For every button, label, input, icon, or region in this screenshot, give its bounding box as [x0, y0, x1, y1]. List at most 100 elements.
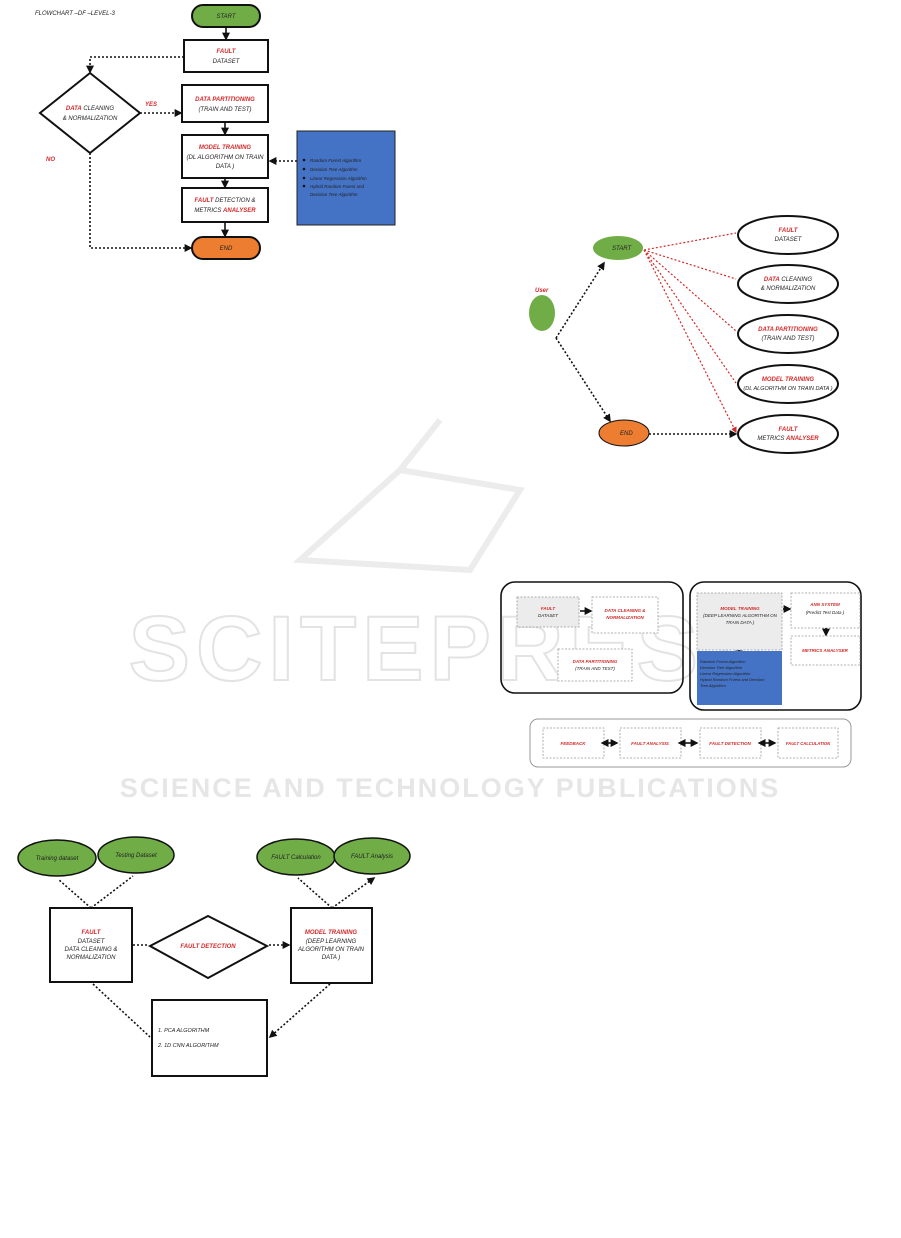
algorithms-box — [296, 130, 396, 226]
svg-text:DATASET: DATASET — [78, 939, 106, 945]
decision-label-2: & NORMALIZATION — [63, 116, 118, 122]
svg-text:FAULT Analysis: FAULT Analysis — [351, 854, 393, 860]
svg-text:(Predict Test Data ): (Predict Test Data ) — [806, 610, 845, 615]
svg-text:DATA CLEANING &: DATA CLEANING & — [605, 608, 646, 613]
end-label: END — [220, 246, 233, 252]
training-block — [696, 592, 783, 651]
svg-text:FAULT: FAULT — [779, 427, 799, 433]
dataset-label-red: FAULT — [217, 49, 237, 55]
svg-text:NORMALIZATION: NORMALIZATION — [67, 955, 117, 961]
partition-label: (TRAIN AND TEST) — [198, 107, 251, 113]
dataset-block — [516, 596, 580, 628]
svg-text:Linear Regression Algorithm: Linear Regression Algorithm — [700, 671, 751, 676]
fault-calculation-block — [777, 727, 839, 759]
svg-text:(DL ALGORITHM ON TRAIN DATA ): (DL ALGORITHM ON TRAIN DATA ) — [743, 386, 832, 392]
dataset-label: DATASET — [213, 59, 241, 65]
end-label: END — [620, 431, 633, 437]
algorithms-box — [697, 651, 782, 705]
svg-text:& NORMALIZATION: & NORMALIZATION — [761, 286, 816, 292]
training-label-2: (DL ALGORITHM ON TRAIN — [186, 155, 264, 161]
start-node — [593, 236, 643, 260]
svg-text:FAULT: FAULT — [779, 228, 799, 234]
algorithm-list: Random Forest Algorithm Decision Tree Al… — [302, 158, 367, 197]
flowchart-level-3: FLOWCHART –DF –LEVEL-3 START FAULT DATAS… — [35, 4, 396, 260]
svg-text:(TRAIN AND TEST): (TRAIN AND TEST) — [761, 336, 814, 342]
watermark-sub: SCIENCE AND TECHNOLOGY PUBLICATIONS — [120, 773, 781, 803]
partition-label-red: DATA PARTITIONING — [195, 97, 255, 103]
decision-node — [38, 71, 142, 155]
svg-text:DATA ): DATA ) — [322, 955, 341, 961]
svg-text:FEEDBACK: FEEDBACK — [560, 741, 586, 746]
dataset-node — [183, 39, 269, 73]
svg-text:FAULT CALCULATION: FAULT CALCULATION — [786, 741, 831, 746]
svg-text:(TRAIN AND TEST): (TRAIN AND TEST) — [575, 666, 615, 671]
svg-text:DATA CLEANING &: DATA CLEANING & — [65, 947, 118, 953]
end-node — [598, 419, 650, 447]
fault-detection-decision — [147, 914, 270, 980]
svg-text:MODEL TRAINING: MODEL TRAINING — [762, 377, 815, 383]
svg-text:FAULT: FAULT — [541, 606, 556, 611]
training-node — [181, 134, 269, 179]
watermark: SCITEPRESS SCIENCE AND TECHNOLOGY PUBLIC… — [120, 418, 781, 803]
svg-text:Tree Algorithm: Tree Algorithm — [700, 683, 726, 688]
svg-text:DATA PARTITIONING: DATA PARTITIONING — [573, 659, 618, 664]
training-label-3: DATA ) — [216, 164, 235, 170]
start-label: START — [216, 14, 236, 20]
metrics-block — [790, 635, 861, 666]
yes-label: YES — [145, 102, 157, 108]
user-actor — [529, 295, 555, 331]
detection-label-2: METRICS ANALYSER — [194, 208, 256, 214]
user-label: User — [535, 288, 549, 294]
pipeline-diagram: Training dataset Testing Dataset FAULT C… — [17, 836, 411, 1077]
testing-dataset-node — [97, 836, 175, 874]
svg-text:FAULT Calculation: FAULT Calculation — [271, 855, 321, 861]
fault-analysis-block — [619, 727, 682, 759]
watermark-main: SCITEPRESS — [129, 598, 772, 700]
svg-text:DATASET: DATASET — [775, 237, 803, 243]
algorithm-item: Linear Regression Algorithm — [310, 176, 367, 181]
svg-text:(DEEP LEARNING ALGORITHM ON: (DEEP LEARNING ALGORITHM ON — [703, 613, 777, 618]
svg-text:DATASET: DATASET — [538, 613, 559, 618]
fault-detection-block — [699, 727, 762, 759]
algorithm-item: Decision Tree Algorithm — [310, 167, 358, 172]
algorithm-item: 1. PCA ALGORITHM — [158, 1028, 210, 1034]
svg-text:MODEL TRAINING: MODEL TRAINING — [305, 930, 358, 936]
use-case-metrics: FAULT METRICS ANALYSER — [737, 414, 839, 454]
svg-text:DATA PARTITIONING: DATA PARTITIONING — [758, 327, 818, 333]
svg-text:MODEL TRAINING: MODEL TRAINING — [720, 606, 760, 611]
figure-title: FLOWCHART –DF –LEVEL-3 — [35, 11, 115, 17]
partition-node — [181, 84, 269, 123]
cleaning-block — [591, 596, 659, 634]
use-case-diagram: User START END FAULT DATASET DATA CLEANI… — [529, 215, 839, 454]
algorithms-box — [151, 999, 268, 1077]
use-case-dataset: FAULT DATASET — [737, 215, 839, 255]
training-dataset-node — [17, 839, 97, 877]
model-training-box — [290, 907, 373, 984]
algorithm-item: Hybrid Random Forest and — [310, 184, 365, 189]
partition-block — [557, 648, 633, 682]
architecture-diagram: FAULT DATASET DATA CLEANING & NORMALIZAT… — [500, 581, 862, 768]
svg-text:TRAIN DATA ): TRAIN DATA ) — [726, 620, 755, 625]
svg-text:METRICS ANALYSER: METRICS ANALYSER — [802, 648, 849, 653]
svg-text:DATA CLEANING: DATA CLEANING — [764, 277, 812, 283]
svg-text:Testing Dataset: Testing Dataset — [115, 853, 157, 859]
svg-text:METRICS ANALYSER: METRICS ANALYSER — [757, 436, 819, 442]
svg-text:Hybrid Random Forest and Decis: Hybrid Random Forest and Decision — [700, 677, 765, 682]
dataset-cleaning-box — [49, 907, 133, 983]
no-label: NO — [46, 157, 55, 163]
svg-text:(DEEP LEARNING: (DEEP LEARNING — [306, 939, 357, 945]
detection-label-1: FAULT DETECTION & — [195, 198, 256, 204]
end-node — [191, 236, 261, 260]
decision-label-1: DATA CLEANING — [66, 106, 114, 112]
svg-text:Decision Tree Algorithm: Decision Tree Algorithm — [700, 665, 743, 670]
training-label-red: MODEL TRAINING — [199, 145, 252, 151]
svg-text:FAULT: FAULT — [82, 930, 102, 936]
use-case-partition: DATA PARTITIONING (TRAIN AND TEST) — [737, 314, 839, 354]
svg-text:ALGORITHM ON TRAIN: ALGORITHM ON TRAIN — [297, 947, 365, 953]
algorithm-item: Decision Tree Algorithm — [310, 192, 358, 197]
algorithm-item: 2. 1D CNN ALGORITHM — [157, 1043, 219, 1049]
svg-text:FAULT DETECTION: FAULT DETECTION — [180, 944, 236, 950]
use-case-cleaning: DATA CLEANING & NORMALIZATION — [737, 264, 839, 304]
